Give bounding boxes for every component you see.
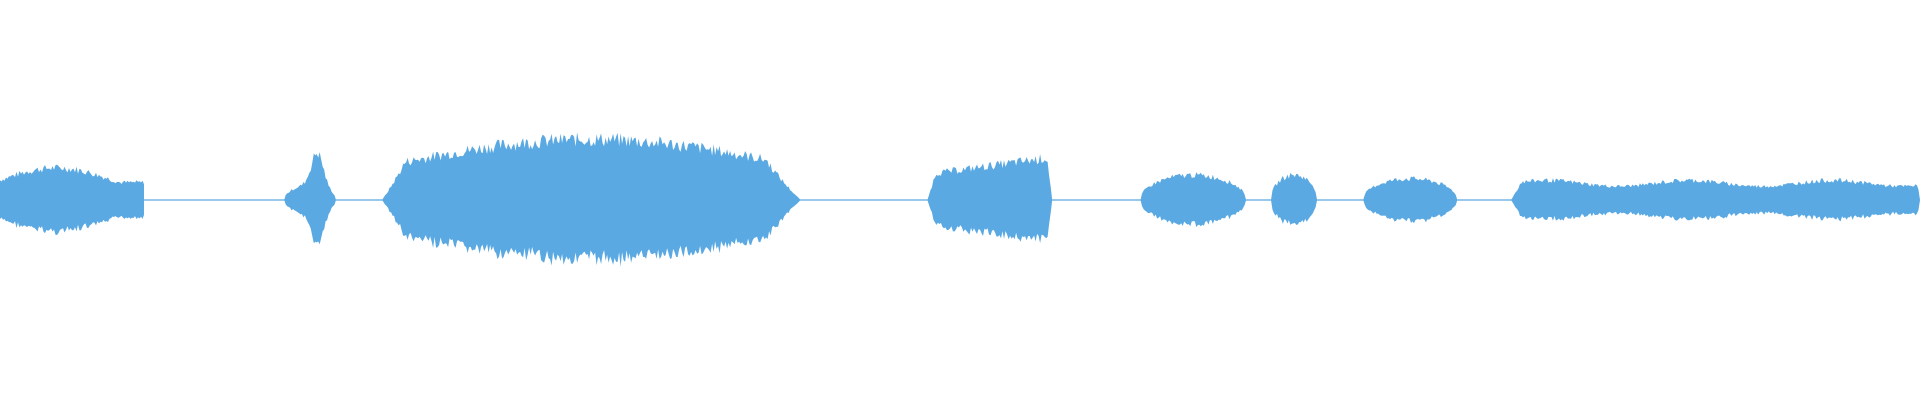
waveform-segment [1140,172,1247,228]
waveform-segment [927,154,1053,244]
waveform-segment [284,152,336,245]
waveform-segment [1511,178,1920,222]
waveform-segment [1363,176,1458,224]
waveform-segment [1271,172,1318,225]
waveform-segment [0,164,144,235]
waveform-segments [0,132,1920,267]
waveform-segment [382,132,801,267]
